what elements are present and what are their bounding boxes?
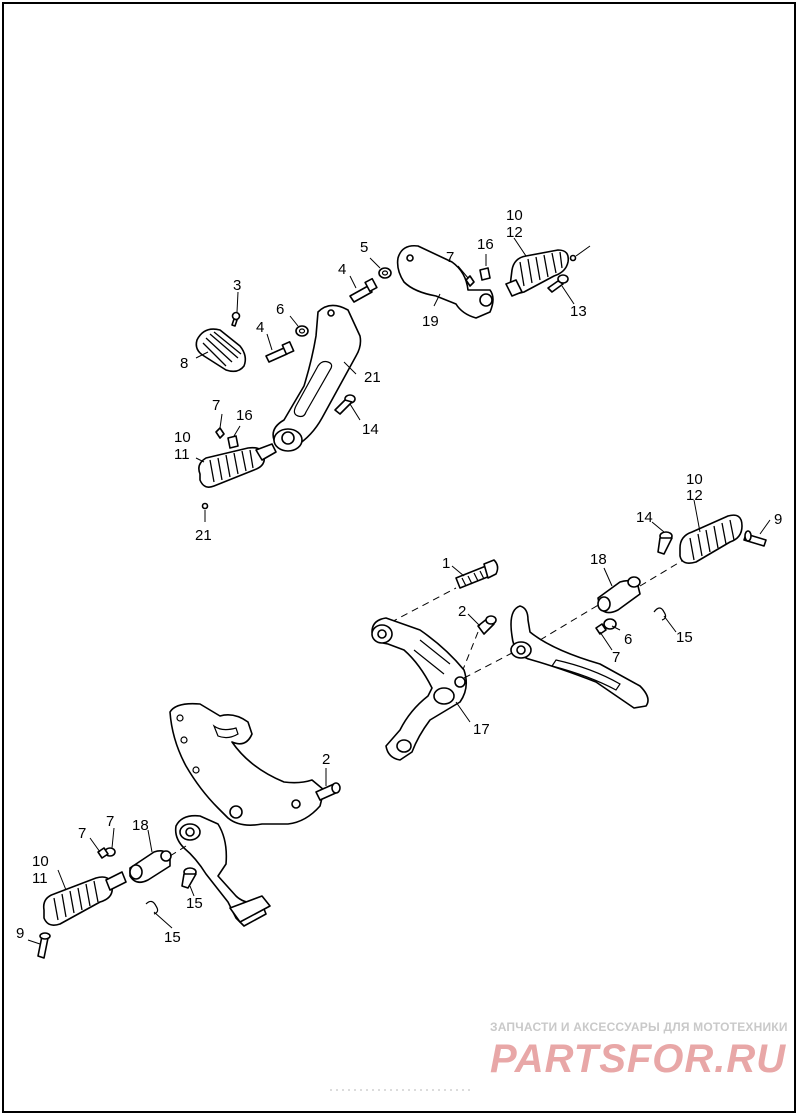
part-16-spring-upper (479, 267, 491, 281)
callout-6: 7 (106, 813, 114, 830)
callout-12: 12 (686, 487, 703, 504)
callout-7: 7 (78, 825, 86, 842)
part-4-bolt-upper (349, 277, 378, 303)
callout-8: 8 (180, 355, 188, 372)
callout-3: 3 (233, 277, 241, 294)
lower-frame-bracket (169, 702, 325, 826)
part-9-pivot-pin-right (743, 530, 767, 547)
callout-13: 14 (362, 421, 379, 438)
callout-15: 15 (164, 929, 181, 946)
callout-5: 5 (360, 239, 368, 256)
part-20-mount-bracket (272, 304, 362, 452)
part-15-spring-lower (145, 900, 159, 915)
callout-7: 7 (446, 249, 454, 266)
callout-10: 10 (32, 853, 49, 870)
callout-13: 13 (570, 303, 587, 320)
callout-18: 18 (590, 551, 607, 568)
callout-14: 15 (186, 895, 203, 912)
part-18-clevis-right (597, 576, 641, 614)
part-10-11-footpeg-lower (42, 871, 127, 926)
part-2-bolt-right (477, 615, 497, 635)
watermark-tagline: ЗАПЧАСТИ И АКСЕССУАРЫ ДЛЯ МОТОТЕХНИКИ (490, 1020, 788, 1034)
callout-10: 10 (506, 207, 523, 224)
callout-19: 19 (422, 313, 439, 330)
part-10-11-footpeg-left (198, 443, 277, 488)
part-16-spring-left (227, 435, 239, 449)
part-18-clevis-lower (129, 850, 172, 884)
callout-6: 6 (624, 631, 632, 648)
callout-10: 10 (174, 429, 191, 446)
callout-12: 12 (506, 224, 523, 241)
part-14-pin-right (657, 531, 673, 555)
right-support-arm (510, 605, 649, 709)
callout-7: 7 (212, 397, 220, 414)
callout-15: 15 (676, 629, 693, 646)
part-13-pin-left (334, 394, 356, 415)
brake-lever (174, 814, 271, 927)
part-21-detent-left (201, 502, 209, 510)
part-19-upper-bracket (396, 244, 494, 319)
part-5-washer-upper (378, 267, 392, 279)
callout-4: 4 (338, 261, 346, 278)
callout-10: 10 (686, 471, 703, 488)
part-15-spring-right (653, 607, 667, 621)
part-4-bolt-lower (265, 341, 295, 363)
part-13-pin-upper (547, 274, 569, 293)
callout-20: 21 (364, 369, 381, 386)
callout-17: 17 (473, 721, 490, 738)
part-9-pivot-pin-lower (37, 932, 51, 959)
callout-9: 9 (774, 511, 782, 528)
part-10-12-footpeg-upper (505, 249, 570, 297)
callout-2: 2 (322, 751, 330, 768)
callout-11: 11 (32, 870, 48, 887)
part-3-screw (231, 311, 241, 327)
part-10-12-footpeg-right (679, 514, 743, 564)
part-5-washer-lower (295, 325, 309, 337)
callout-16: 16 (236, 407, 253, 424)
watermark-logo-text: PARTSFOR.RU (490, 1037, 786, 1080)
callout-1: 1 (442, 555, 450, 572)
part-14-pin-lower (181, 867, 197, 889)
part-17-center-bracket (371, 617, 468, 761)
callout-21: 21 (195, 527, 212, 544)
part-2-bolt-lower (315, 782, 341, 801)
part-1-long-bolt (455, 559, 499, 589)
callout-14: 14 (636, 509, 653, 526)
callout-4: 4 (256, 319, 264, 336)
part-8-footrest-pad (195, 328, 247, 373)
part-7-clip-left (215, 427, 225, 439)
part-21-detent-upper (569, 254, 577, 262)
callout-11: 11 (174, 446, 190, 463)
callout-7: 7 (612, 649, 620, 666)
part-7-clip-right (595, 623, 607, 635)
leader-lines (27, 237, 771, 945)
watermark-logo: PARTSFOR.RU (490, 1037, 786, 1080)
part-7-clip-upper (465, 275, 475, 287)
callout-2: 2 (458, 603, 466, 620)
callout-9: 9 (16, 925, 24, 942)
part-7-clip-lower (97, 847, 109, 859)
callout-18: 18 (132, 817, 149, 834)
callout-16: 16 (477, 236, 494, 253)
callout-5: 6 (276, 301, 284, 318)
callout-labels: 3 8 4 6 4 5 21 14 7 16 10 11 21 19 7 16 … (16, 207, 782, 946)
